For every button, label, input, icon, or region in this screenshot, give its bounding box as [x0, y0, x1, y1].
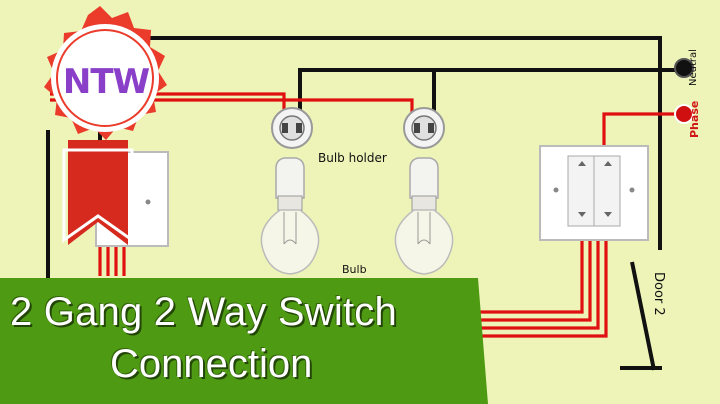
title-line-1: 2 Gang 2 Way Switch	[10, 290, 397, 334]
bulb-holder-2	[403, 107, 445, 149]
logo-text: NTW	[62, 62, 150, 102]
phase-r2	[470, 240, 592, 322]
neutral-terminal	[674, 58, 694, 78]
bulb-holder-label: Bulb holder	[318, 151, 387, 165]
neutral-label: Neutral	[688, 49, 699, 86]
phase-r1	[470, 240, 584, 314]
phase-main	[602, 112, 684, 150]
neutral-top-loop	[100, 36, 662, 250]
title-banner	[0, 278, 488, 404]
neutral-bus	[298, 68, 684, 112]
badge-logo	[44, 6, 167, 245]
phase-r4	[470, 240, 608, 338]
bulb-2	[394, 157, 454, 275]
switch-board-right	[539, 145, 649, 241]
door-line-1	[630, 261, 656, 371]
bulb-holder-1	[271, 107, 313, 149]
phase-terminal	[674, 104, 694, 124]
door-2-label: Door 2	[651, 272, 666, 316]
bulb-label: Bulb	[342, 263, 367, 276]
phase-r3	[470, 240, 600, 330]
bulb-1	[260, 157, 320, 275]
phase-label: Phase	[688, 100, 701, 138]
title-line-2: Connection	[110, 342, 313, 386]
